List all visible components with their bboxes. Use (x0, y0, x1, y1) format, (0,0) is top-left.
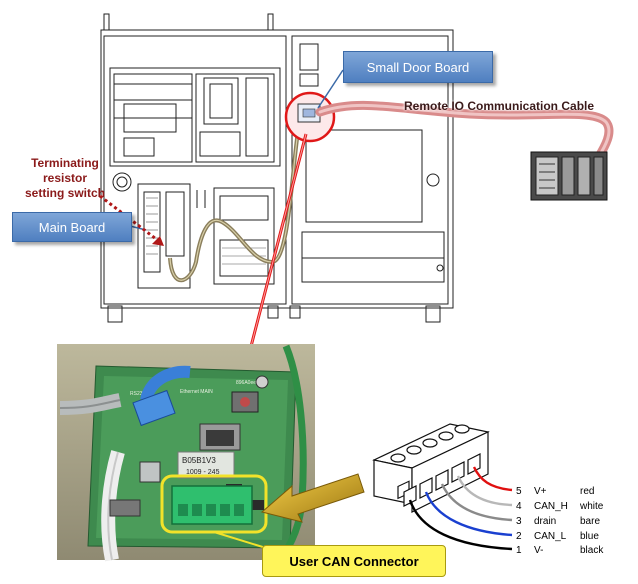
small-door-board-photo: RS232C Ethernet MAIN 896A0ee-7XL B05B1V3… (57, 344, 315, 564)
terminating-label-line: Terminating (31, 156, 99, 170)
pin-signal: CAN_L (534, 531, 567, 542)
pin-row: 2 CAN_L blue (516, 531, 599, 542)
can-wires (408, 466, 513, 551)
terminating-label-line: setting switch (24, 186, 105, 200)
main-board-detail (146, 197, 266, 265)
pin-signal: CAN_H (534, 501, 568, 512)
wire-v-minus (408, 499, 513, 551)
wire-can-h (456, 475, 513, 507)
pin-number: 4 (516, 501, 522, 512)
pin-wire-color: red (580, 486, 594, 497)
can-terminal-block (372, 423, 490, 513)
wire-v-plus (472, 466, 513, 492)
terminating-resistor-label: Terminating resistor setting switch (6, 156, 124, 201)
photo-board-part: B05B1V3 (182, 456, 216, 465)
connector-pointer-arrow (260, 473, 365, 523)
pin-number: 1 (516, 545, 522, 556)
main-board-callout: Main Board (12, 212, 132, 242)
pin-number: 2 (516, 531, 522, 542)
pin-signal: V+ (534, 486, 547, 497)
pin-row: 5 V+ red (516, 486, 594, 497)
pin-wire-color: blue (580, 531, 599, 542)
pin-row: 4 CAN_H white (516, 501, 604, 512)
photo-silk-left: RS232C (130, 391, 149, 397)
pin-wire-color: white (579, 501, 604, 512)
pinout-table: 5 V+ red 4 CAN_H white 3 drain bare 2 CA… (516, 486, 604, 556)
remote-io-cable-label: Remote IO Communication Cable (404, 99, 595, 113)
photo-silk-ethernet: Ethernet MAIN (180, 389, 213, 395)
pin-signal: V- (534, 545, 543, 556)
small-door-board-callout: Small Door Board (343, 51, 493, 83)
pin-row: 3 drain bare (516, 516, 600, 527)
photo-board-serial: 1009 - 245 (186, 469, 220, 476)
wire-can-l (424, 491, 513, 537)
pin-signal: drain (534, 516, 556, 527)
remote-io-device (530, 151, 608, 201)
wire-drain (440, 483, 513, 522)
pin-wire-color: black (580, 545, 604, 556)
pin-number: 5 (516, 486, 522, 497)
pin-row: 1 V- black (516, 545, 604, 556)
pin-wire-color: bare (580, 516, 600, 527)
pin-number: 3 (516, 516, 522, 527)
user-can-connector-callout: User CAN Connector (262, 545, 446, 577)
terminating-label-line: resistor (42, 171, 88, 185)
photo-silk-top: 896A0ee-7XL (236, 380, 267, 386)
